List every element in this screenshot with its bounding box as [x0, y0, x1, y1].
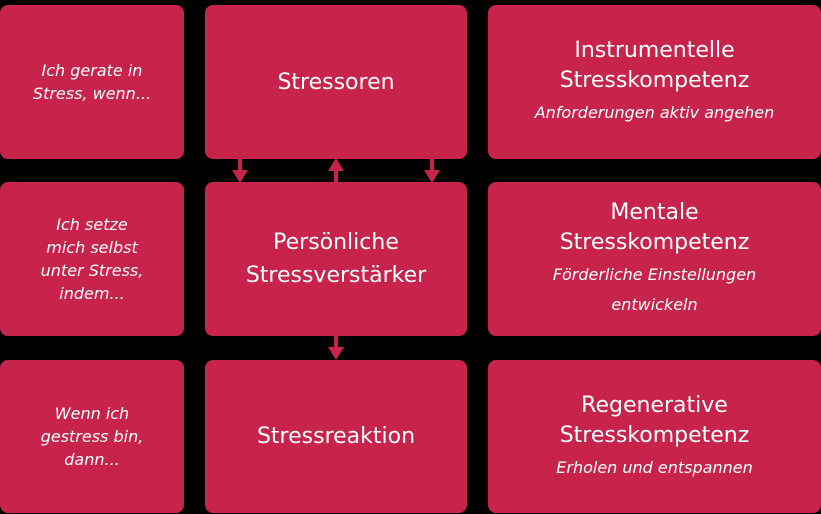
left-prompt-2-line-2: mich selbst — [46, 238, 138, 257]
stressreaktion-label: Stressreaktion — [256, 424, 416, 449]
instrumentelle-title-line-2: Stresskompetenz — [559, 68, 750, 93]
mentale-subtitle-line-1: Förderliche Einstellungen — [552, 265, 757, 284]
left-prompt-1-line-2: Stress, wenn... — [32, 84, 152, 103]
mentale-title-line-2: Stresskompetenz — [559, 230, 750, 255]
regenerative-kompetenz-box: Regenerative Stresskompetenz Erholen und… — [488, 360, 821, 513]
instrumentelle-subtitle-line-1: Anforderungen aktiv angehen — [534, 103, 775, 122]
stressverstaerker-box: Persönliche Stressverstärker — [205, 182, 467, 336]
left-prompt-2-line-3: unter Stress, — [40, 261, 144, 280]
arrow-stressoren-to-verstaerker-left — [232, 158, 248, 183]
mentale-kompetenz-title: Mentale Stresskompetenz — [560, 198, 750, 258]
regenerative-title-line-2: Stresskompetenz — [559, 422, 750, 448]
instrumentelle-title-line-1: Instrumentelle — [574, 38, 735, 63]
mentale-kompetenz-subtitle: Förderliche Einstellungen entwickeln — [553, 260, 756, 320]
left-prompt-3-line-2: gestress bin, — [40, 427, 144, 446]
regenerative-title-line-1: Regenerative — [581, 392, 728, 418]
stressverstaerker-label-line-2: Stressverstärker — [245, 263, 427, 288]
regenerative-kompetenz-title: Regenerative Stresskompetenz — [560, 391, 750, 451]
stressoren-label: Stressoren — [277, 69, 395, 95]
instrumentelle-kompetenz-title: Instrumentelle Stresskompetenz — [560, 36, 750, 96]
stressoren-box: Stressoren — [205, 5, 467, 159]
left-prompt-3-line-1: Wenn ich — [54, 404, 130, 423]
left-prompt-box-1: Ich gerate in Stress, wenn... — [0, 5, 184, 159]
regenerative-subtitle-line-1: Erholen und entspannen — [556, 457, 753, 477]
left-prompt-2-line-4: indem... — [59, 284, 125, 303]
stressverstaerker-label-line-1: Persönliche — [273, 230, 399, 255]
mentale-subtitle-line-2: entwickeln — [611, 295, 698, 314]
left-prompt-1-line-1: Ich gerate in — [41, 61, 143, 80]
left-prompt-box-3: Wenn ich gestress bin, dann... — [0, 360, 184, 513]
mentale-kompetenz-box: Mentale Stresskompetenz Förderliche Eins… — [488, 182, 821, 336]
instrumentelle-kompetenz-subtitle: Anforderungen aktiv angehen — [535, 98, 775, 128]
left-prompt-3-line-3: dann... — [64, 450, 120, 469]
arrow-verstaerker-to-stressoren — [328, 158, 344, 183]
regenerative-kompetenz-subtitle: Erholen und entspannen — [556, 453, 752, 483]
stressreaktion-box: Stressreaktion — [205, 360, 467, 513]
arrow-verstaerker-to-reaktion — [328, 335, 344, 360]
mentale-title-line-1: Mentale — [610, 200, 699, 225]
instrumentelle-kompetenz-box: Instrumentelle Stresskompetenz Anforderu… — [488, 5, 821, 159]
left-prompt-box-2: Ich setze mich selbst unter Stress, inde… — [0, 182, 184, 336]
arrow-stressoren-to-verstaerker-right — [424, 158, 440, 183]
left-prompt-2-line-1: Ich setze — [56, 215, 128, 234]
